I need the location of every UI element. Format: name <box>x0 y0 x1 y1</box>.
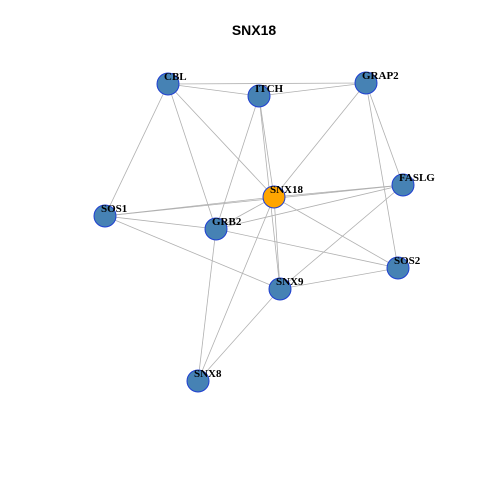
node-label-snx8: SNX8 <box>194 368 222 380</box>
node-cbl <box>156 72 180 96</box>
edge-faslg-snx9 <box>279 184 404 290</box>
node-snx8 <box>186 369 210 393</box>
node-label-cbl: CBL <box>164 71 187 83</box>
edge-grap2-faslg <box>365 82 404 186</box>
edge-snx9-snx8 <box>197 288 281 382</box>
edge-sos1-snx9 <box>104 215 281 290</box>
edge-grb2-snx8 <box>197 228 217 382</box>
node-label-itch: ITCH <box>255 83 284 95</box>
node-itch <box>247 84 271 108</box>
edge-faslg-sos1 <box>104 184 404 217</box>
node-snx9 <box>268 277 292 301</box>
edge-cbl-sos1 <box>104 83 169 217</box>
edge-cbl-grap2 <box>167 82 367 85</box>
diagram-title: SNX18 <box>232 22 277 38</box>
edge-snx18-snx8 <box>197 196 275 382</box>
node-label-snx18: SNX18 <box>270 184 304 196</box>
edge-faslg-grb2 <box>215 184 404 230</box>
node-label-grap2: GRAP2 <box>362 70 399 82</box>
node-sos2 <box>386 256 410 280</box>
node-grap2 <box>354 71 378 95</box>
node-snx18 <box>262 185 286 209</box>
edge-itch-grap2 <box>258 82 367 97</box>
node-label-sos2: SOS2 <box>394 255 421 267</box>
edge-itch-grb2 <box>215 95 260 230</box>
edge-grb2-sos2 <box>215 228 399 269</box>
edge-grap2-snx18 <box>273 82 367 198</box>
node-sos1 <box>93 204 117 228</box>
edge-cbl-itch <box>167 83 260 97</box>
edges-layer <box>104 82 404 382</box>
node-grb2 <box>204 217 228 241</box>
edge-itch-snx18 <box>258 95 275 198</box>
edge-snx18-sos2 <box>273 196 399 269</box>
edge-cbl-snx18 <box>167 83 275 198</box>
edge-snx18-snx9 <box>273 196 281 290</box>
edge-snx9-sos2 <box>279 267 399 290</box>
edge-sos1-grb2 <box>104 215 217 230</box>
node-faslg <box>391 173 415 197</box>
edge-cbl-grb2 <box>167 83 217 230</box>
edge-grap2-sos2 <box>365 82 399 269</box>
nodes-layer <box>93 71 415 393</box>
node-label-faslg: FASLG <box>399 172 435 184</box>
node-label-grb2: GRB2 <box>212 216 242 228</box>
node-label-snx9: SNX9 <box>276 276 304 288</box>
node-label-sos1: SOS1 <box>101 203 127 215</box>
